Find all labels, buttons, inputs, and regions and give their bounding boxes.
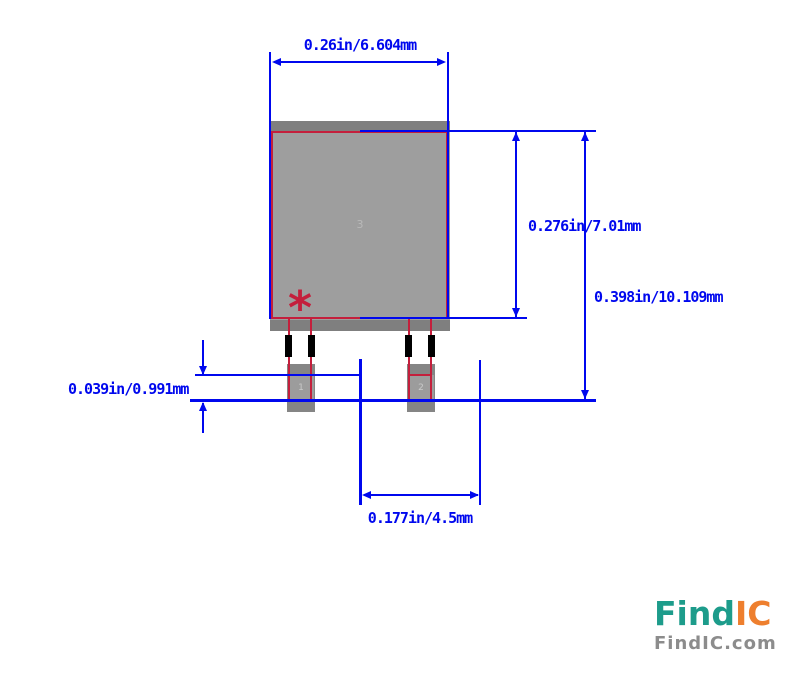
findic-logo-wordmark: FindIC xyxy=(654,597,794,631)
dim-line-total-height xyxy=(584,132,586,399)
pin1-marker-asterisk: * xyxy=(288,281,313,335)
dim-line-body-width xyxy=(274,61,444,63)
lead-1-bar-left xyxy=(285,335,292,357)
arrow-up-icon xyxy=(199,402,207,411)
dim-line-pad-height-lower xyxy=(202,403,204,433)
lead-2-right-edge xyxy=(430,319,432,402)
arrow-down-icon xyxy=(199,366,207,375)
dim-line-body-height xyxy=(515,132,517,317)
ext-line-pad-top xyxy=(195,374,361,376)
arrow-up-icon xyxy=(581,132,589,141)
ext-line-body-bottom xyxy=(360,317,527,319)
pad-1-number: 1 xyxy=(298,383,304,393)
dim-label-pad-height: 0.039in/0.991mm xyxy=(68,380,189,398)
arrow-down-icon xyxy=(581,390,589,399)
pad-2-inner xyxy=(408,375,434,401)
lead-2-bar-left xyxy=(405,335,412,357)
arrow-down-icon xyxy=(512,308,520,317)
ext-line-pitch-left xyxy=(359,359,362,505)
dim-line-pitch xyxy=(364,494,478,496)
ext-line-body-left xyxy=(269,52,271,319)
findic-logo-domain: FindIC.com xyxy=(654,633,777,654)
arrow-left-icon xyxy=(362,491,371,499)
arrow-left-icon xyxy=(272,58,281,66)
dim-label-total-height: 0.398in/10.109mm xyxy=(594,288,723,306)
logo-text-ic: IC xyxy=(734,594,772,633)
dim-label-pin-pitch: 0.177in/4.5mm xyxy=(367,509,473,527)
arrow-right-icon xyxy=(437,58,446,66)
package-bottom-strip xyxy=(270,320,450,331)
pad-2-number: 2 xyxy=(418,383,424,393)
dim-label-body-width: 0.26in/6.604mm xyxy=(303,36,417,54)
logo-text-find: Find xyxy=(654,594,735,633)
pad-1-inner xyxy=(288,375,314,401)
package-body xyxy=(270,121,450,331)
ext-line-pad-bottom xyxy=(190,399,596,402)
tab-pad-number: 3 xyxy=(356,218,364,231)
ext-line-top xyxy=(360,130,596,132)
arrow-up-icon xyxy=(512,132,520,141)
lead-2-left-edge xyxy=(408,319,410,402)
lead-1-right-edge xyxy=(310,319,312,402)
ext-line-body-right xyxy=(447,52,449,319)
dim-line-pad-height-upper xyxy=(202,340,204,374)
lead-1-bar-right xyxy=(308,335,315,357)
lead-1-left-edge xyxy=(288,319,290,402)
lead-2-bar-right xyxy=(428,335,435,357)
lead-2-foot-line xyxy=(408,374,432,376)
package-top-strip xyxy=(270,121,450,131)
findic-logo[interactable]: FindIC FindIC.com xyxy=(654,597,794,654)
arrow-right-icon xyxy=(470,491,479,499)
ext-line-pitch-right xyxy=(479,360,481,505)
